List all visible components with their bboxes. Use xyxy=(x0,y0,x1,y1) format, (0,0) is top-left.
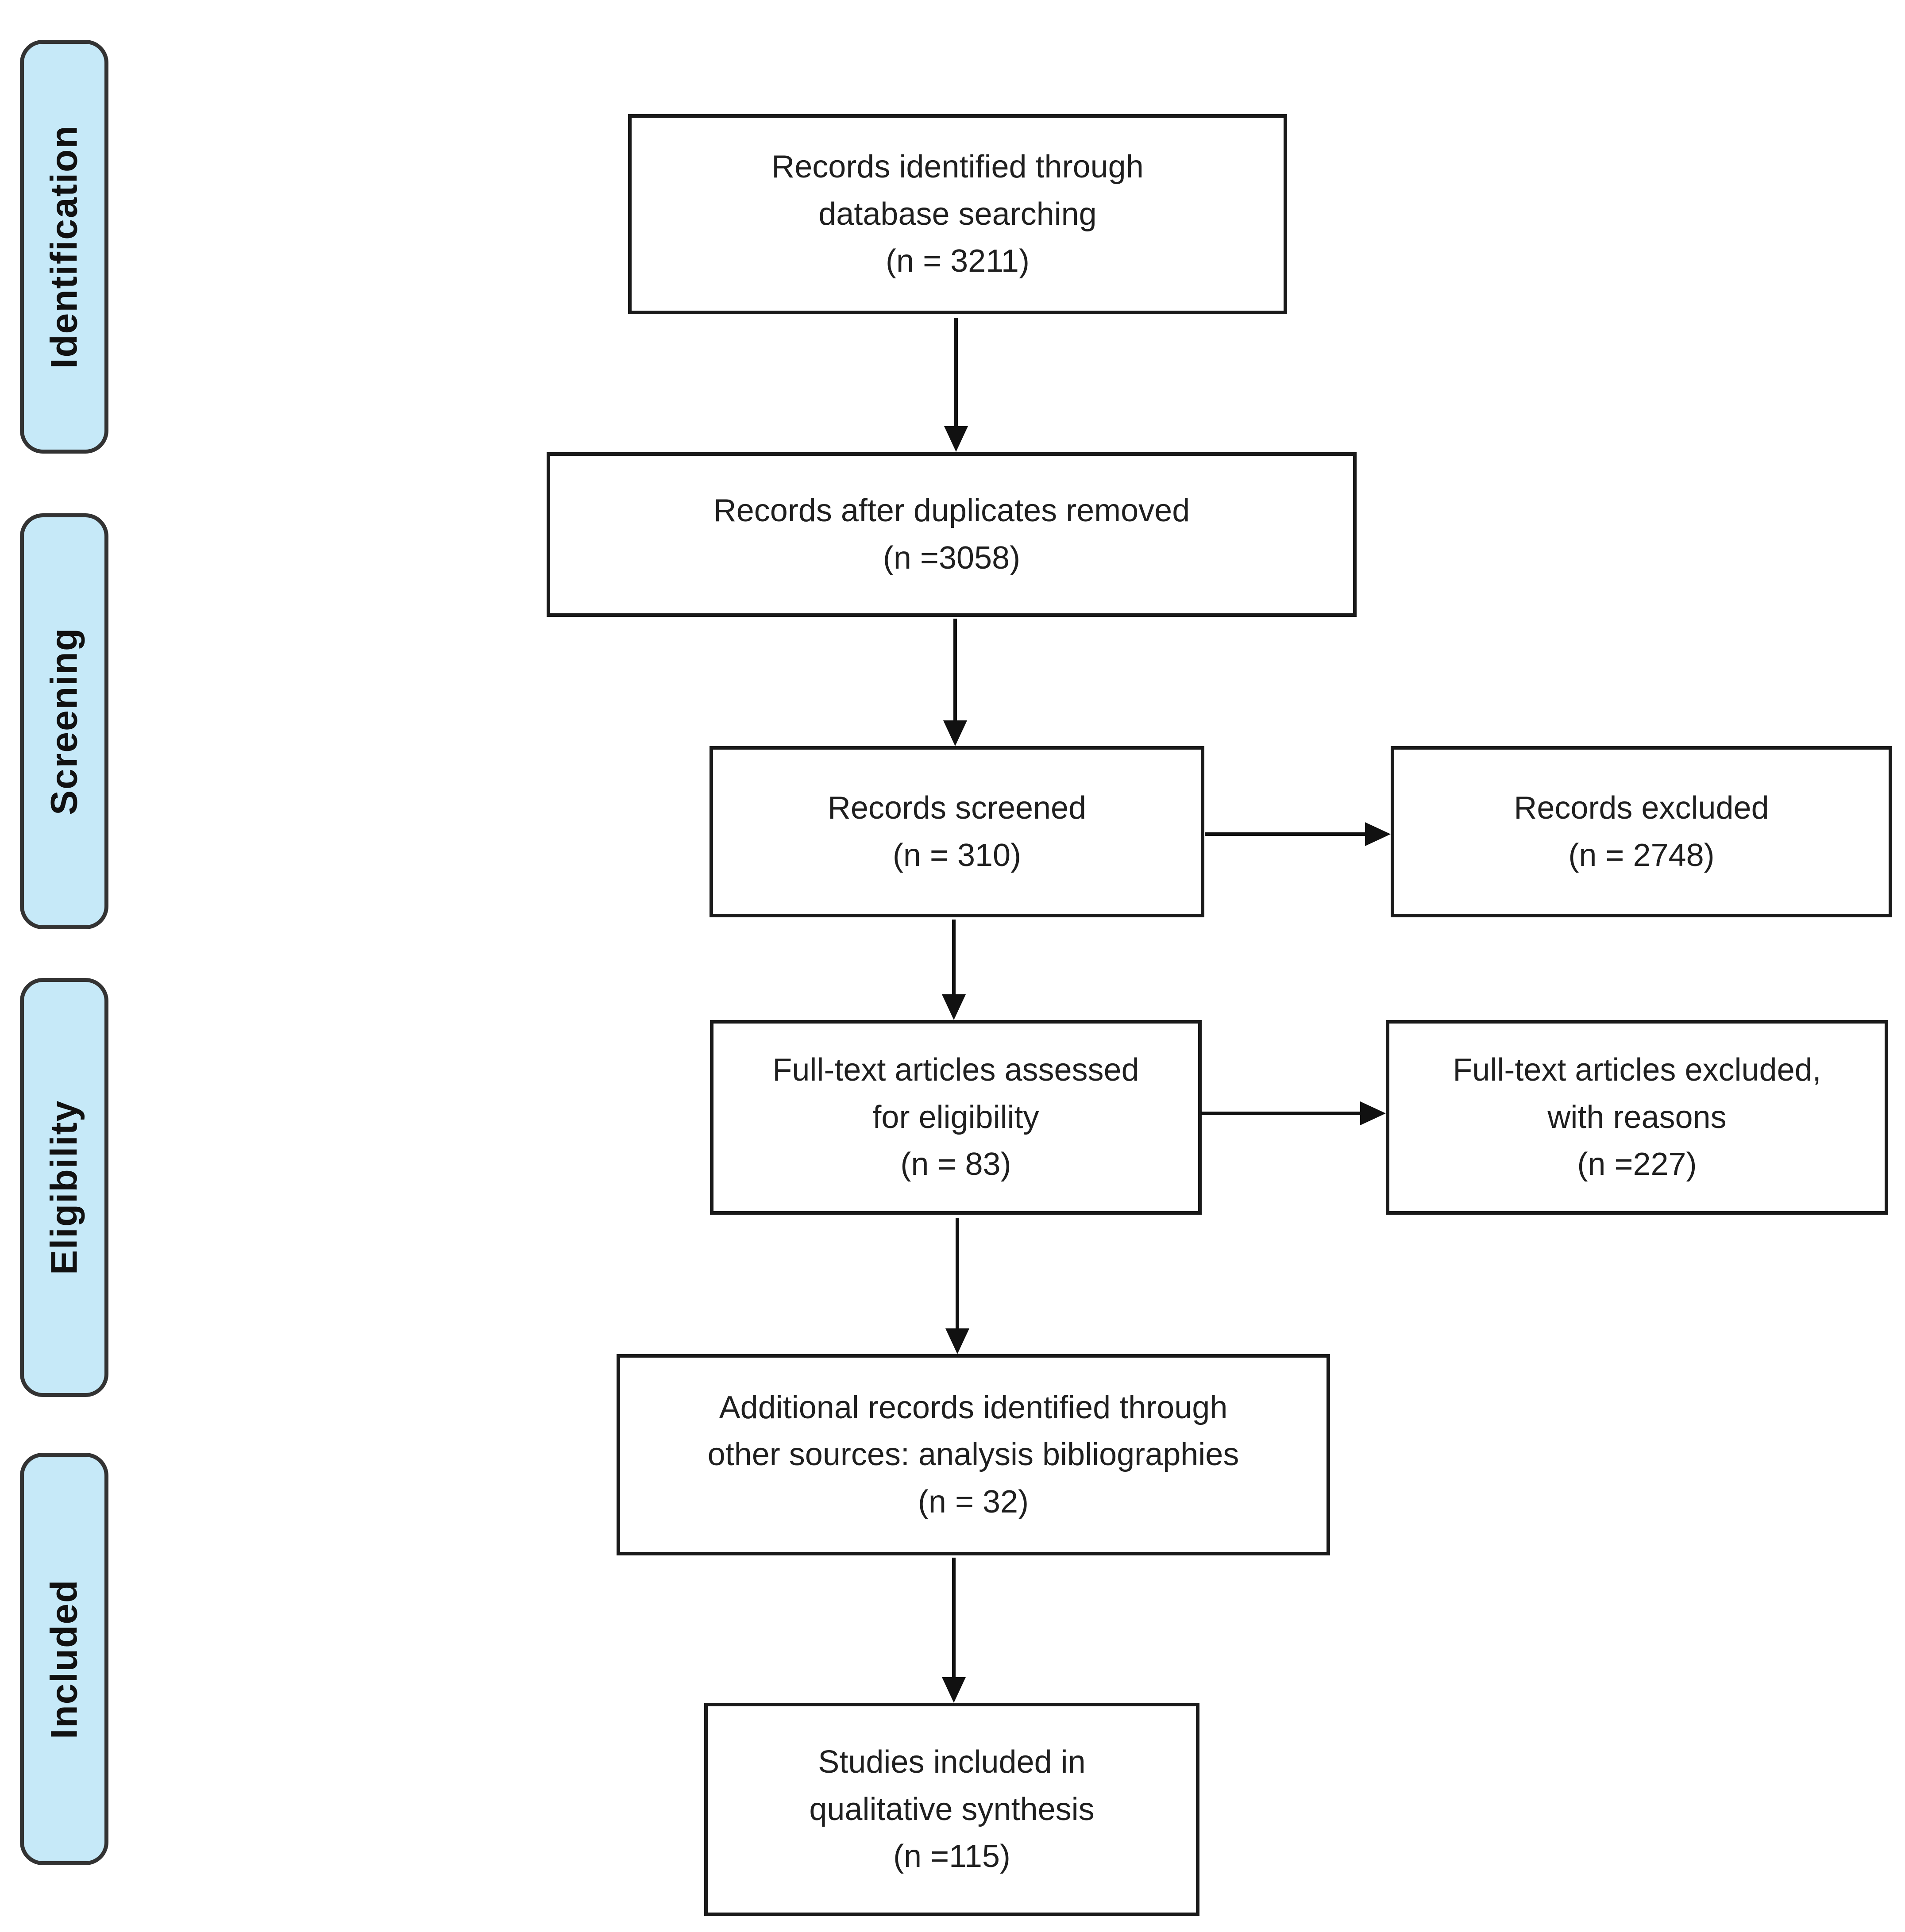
arrow-screened-to-fulltext-head xyxy=(942,994,966,1020)
arrow-screened-to-fulltext-line xyxy=(952,920,956,995)
box-records-excluded: Records excluded (n = 2748) xyxy=(1391,746,1892,917)
box-fulltext-assessed: Full-text articles assessed for eligibil… xyxy=(710,1020,1202,1215)
box-studies-included: Studies included in qualitative synthesi… xyxy=(704,1703,1199,1916)
arrow-duplicates-to-screened-head xyxy=(943,720,967,746)
arrow-screened-to-excluded-head xyxy=(1365,822,1391,846)
arrow-fulltext-to-additional-head xyxy=(945,1328,969,1354)
box-fulltext-excluded: Full-text articles excluded, with reason… xyxy=(1386,1020,1888,1215)
arrow-fulltext-to-excluded-head xyxy=(1360,1101,1386,1125)
arrow-fulltext-to-additional-line xyxy=(956,1218,959,1329)
arrow-additional-to-included-head xyxy=(942,1677,966,1703)
stage-label-screening: Screening xyxy=(20,513,108,929)
arrow-identified-to-duplicates-line xyxy=(954,318,958,427)
arrow-fulltext-to-excluded-line xyxy=(1201,1112,1360,1115)
box-additional-records: Additional records identified through ot… xyxy=(617,1354,1330,1555)
box-records-identified: Records identified through database sear… xyxy=(628,114,1287,314)
box-records-screened: Records screened (n = 310) xyxy=(710,746,1204,917)
arrow-identified-to-duplicates-head xyxy=(944,426,968,452)
stage-label-included: Included xyxy=(20,1453,108,1865)
arrow-duplicates-to-screened-line xyxy=(953,619,957,721)
box-duplicates-removed: Records after duplicates removed (n =305… xyxy=(547,452,1357,617)
arrow-screened-to-excluded-line xyxy=(1205,832,1365,836)
arrow-additional-to-included-line xyxy=(952,1558,956,1678)
stage-label-identification: Identification xyxy=(20,40,108,454)
stage-label-eligibility: Eligibility xyxy=(20,978,108,1397)
